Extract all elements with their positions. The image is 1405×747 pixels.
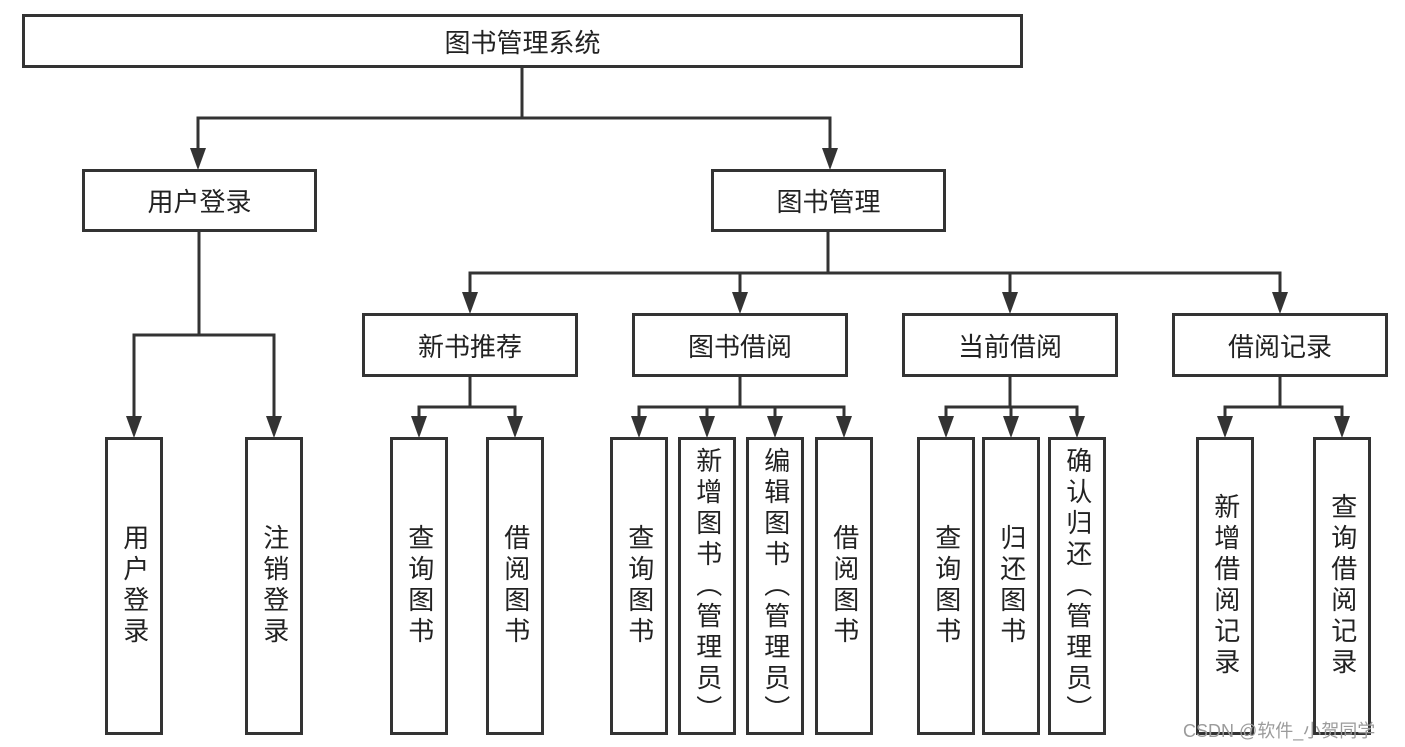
connector-book-borrow-children	[637, 375, 846, 420]
node-label: 当前借阅	[957, 331, 1062, 362]
leaf-query-books-borrow: 查询图书	[610, 437, 668, 735]
leaf-label: 新增图书（管理员）	[692, 446, 723, 726]
leaf-label: 查询图书	[624, 524, 655, 648]
node-label: 借阅记录	[1227, 331, 1332, 362]
leaf-label: 查询借阅记录	[1327, 493, 1358, 679]
node-label: 图书管理系统	[444, 27, 601, 58]
leaf-return-books: 归还图书	[982, 437, 1040, 735]
node-borrow-records: 借阅记录	[1172, 313, 1388, 377]
leaf-query-books-current: 查询图书	[917, 437, 975, 735]
arrowheads	[126, 148, 1350, 438]
leaf-confirm-return-admin: 确认归还（管理员）	[1048, 437, 1106, 735]
csdn-watermark: CSDN @软件_小贺同学	[1183, 721, 1376, 741]
connector-root-to-level1	[196, 66, 832, 152]
node-book-borrow: 图书借阅	[632, 313, 848, 377]
leaf-query-books-recommend: 查询图书	[390, 437, 448, 735]
node-current-borrow: 当前借阅	[902, 313, 1118, 377]
leaf-borrow-books: 借阅图书	[815, 437, 873, 735]
leaf-borrow-books-recommend: 借阅图书	[486, 437, 544, 735]
leaf-label: 新增借阅记录	[1210, 493, 1241, 679]
node-label: 新书推荐	[417, 331, 522, 362]
node-label: 用户登录	[147, 187, 252, 217]
node-book-management: 图书管理	[711, 169, 946, 232]
leaf-logout: 注销登录	[245, 437, 303, 735]
leaf-add-books-admin: 新增图书（管理员）	[678, 437, 736, 735]
leaf-label: 确认归还（管理员）	[1062, 446, 1093, 726]
connector-new-book-recommend-children	[417, 375, 517, 420]
leaf-label: 归还图书	[996, 524, 1027, 648]
leaf-edit-books-admin: 编辑图书（管理员）	[746, 437, 804, 735]
leaf-label: 借阅图书	[500, 524, 531, 648]
node-new-book-recommend: 新书推荐	[362, 313, 578, 377]
node-user-login: 用户登录	[82, 169, 317, 232]
leaf-add-borrow-record: 新增借阅记录	[1196, 437, 1254, 735]
leaf-query-borrow-record: 查询借阅记录	[1313, 437, 1371, 735]
leaf-label: 注销登录	[259, 524, 290, 648]
connector-user-login-children	[132, 230, 276, 420]
node-label: 图书管理	[776, 187, 881, 217]
connector-book-management-children	[468, 230, 1282, 296]
leaf-label: 用户登录	[119, 524, 150, 648]
connector-current-borrow-children	[944, 375, 1079, 420]
node-label: 图书借阅	[687, 331, 792, 362]
leaf-label: 借阅图书	[829, 524, 860, 648]
leaf-label: 查询图书	[931, 524, 962, 648]
leaf-label: 编辑图书（管理员）	[760, 446, 791, 726]
leaf-user-login: 用户登录	[105, 437, 163, 735]
connector-borrow-records-children	[1223, 375, 1344, 420]
node-library-management-system: 图书管理系统	[22, 14, 1023, 68]
leaf-label: 查询图书	[404, 524, 435, 648]
